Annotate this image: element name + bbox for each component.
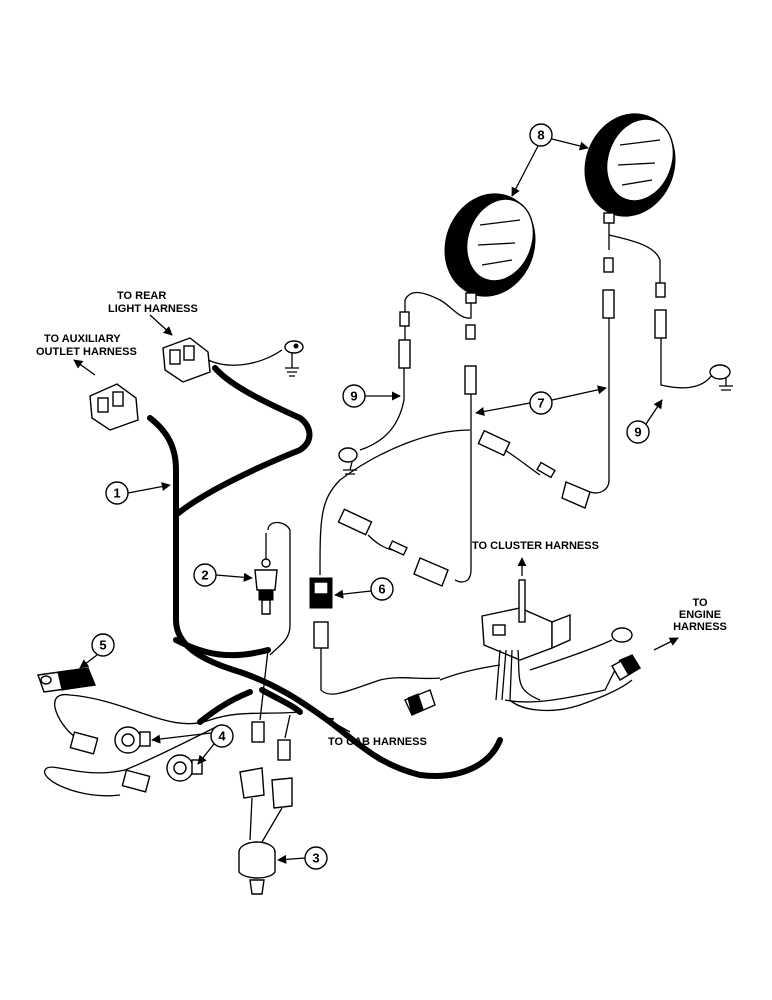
switch-upper — [114, 726, 151, 754]
relay-bracket — [404, 579, 641, 716]
small-connectors — [251, 649, 291, 761]
callout-9-right: 9 — [626, 399, 663, 444]
label-aux-outlet-line2: OUTLET HARNESS — [36, 346, 137, 358]
work-lamp-left — [404, 193, 536, 340]
svg-text:1: 1 — [113, 486, 120, 501]
callout-1: 1 — [105, 481, 171, 505]
rear-light-connector — [162, 337, 304, 383]
callout-4: 4 — [151, 724, 234, 765]
label-rear-light-line2: LIGHT HARNESS — [108, 303, 198, 315]
callout-8: 8 — [511, 123, 589, 197]
callout-3: 3 — [277, 846, 328, 870]
label-rear-light-line1: TO REAR — [117, 290, 166, 302]
callout-5: 5 — [79, 633, 115, 669]
label-rear-light: TO REAR LIGHT HARNESS — [108, 290, 198, 315]
sender-part-2 — [254, 521, 291, 656]
svg-text:5: 5 — [99, 638, 106, 653]
label-cluster-harness: TO CLUSTER HARNESS — [472, 540, 599, 552]
svg-text:9: 9 — [350, 389, 357, 404]
switch-lower — [166, 754, 203, 782]
svg-text:3: 3 — [312, 851, 319, 866]
aux-outlet-connector — [89, 383, 139, 431]
svg-text:6: 6 — [378, 582, 385, 597]
svg-text:2: 2 — [201, 568, 208, 583]
label-arrows — [73, 314, 679, 733]
lamp-leads — [338, 257, 733, 583]
callout-6: 6 — [334, 577, 394, 601]
label-cab-harness: TO CAB HARNESS — [328, 736, 427, 748]
main-harness — [147, 365, 503, 779]
switch-connectors-part-4 — [44, 694, 301, 797]
label-engine-harness: TO ENGINE HARNESS — [673, 597, 727, 633]
svg-text:4: 4 — [218, 729, 226, 744]
ground-strap-part-5 — [37, 667, 96, 693]
svg-text:8: 8 — [537, 128, 544, 143]
pressure-switch-part-3 — [238, 767, 293, 895]
label-aux-outlet-line1: TO AUXILIARY — [44, 333, 121, 345]
work-lamp-right — [584, 113, 676, 290]
center-connectors — [309, 429, 591, 695]
svg-text:9: 9 — [634, 425, 641, 440]
label-aux-outlet: TO AUXILIARY OUTLET HARNESS — [36, 333, 137, 358]
callout-2: 2 — [193, 563, 253, 587]
label-engine-line3: HARNESS — [673, 621, 727, 633]
label-engine-line1: TO — [692, 597, 708, 609]
label-engine-line2: ENGINE — [679, 609, 721, 621]
callout-9-left: 9 — [342, 384, 401, 408]
svg-text:7: 7 — [537, 396, 544, 411]
callout-7: 7 — [475, 385, 607, 416]
